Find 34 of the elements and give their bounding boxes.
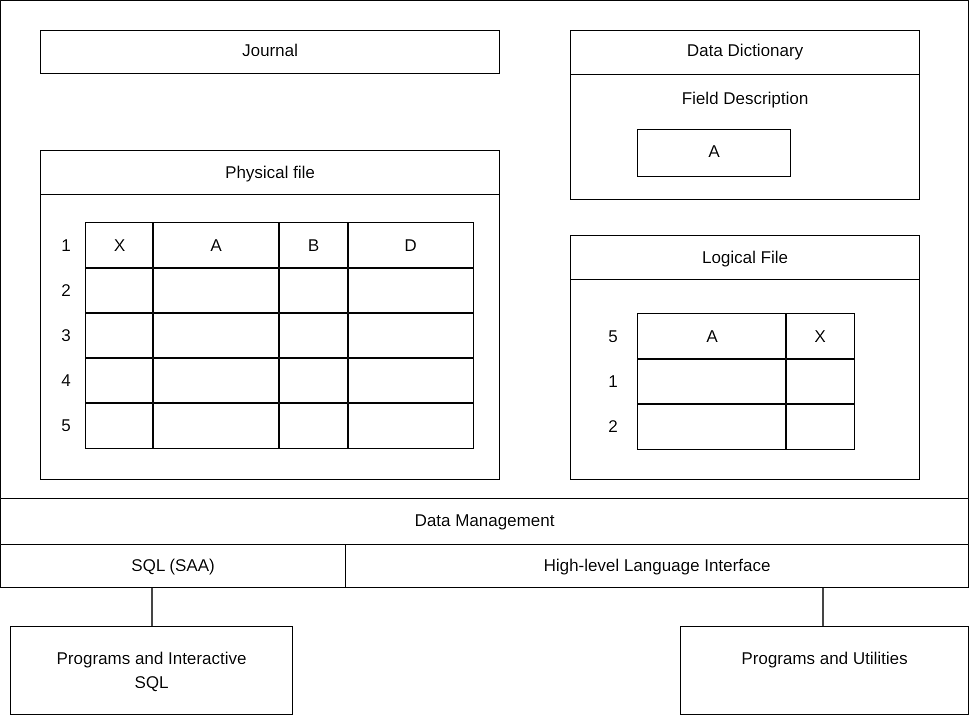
- physical-file-box: [40, 150, 500, 480]
- box-title: Journal: [241, 41, 299, 61]
- row-number: 1: [60, 236, 72, 256]
- logical-file-box: [570, 235, 920, 480]
- column-header: A: [637, 313, 787, 360]
- column-header: X: [85, 222, 154, 269]
- column-header: X: [785, 313, 855, 360]
- row-number: 2: [607, 416, 619, 436]
- box-title: Data Dictionary: [686, 41, 804, 61]
- row-number: 1: [607, 372, 619, 392]
- connector-line: [151, 588, 153, 626]
- column-header: D: [347, 222, 474, 269]
- box-subtitle: Field Description: [680, 89, 810, 109]
- box-title: Programs and Utilities: [740, 648, 909, 670]
- column-header: B: [278, 222, 349, 269]
- box-title: A: [707, 142, 721, 162]
- row-number: 5: [607, 326, 619, 346]
- row-number: 5: [60, 416, 72, 436]
- journal-box: [40, 30, 500, 74]
- program-box: [680, 626, 969, 715]
- row-number: 2: [60, 280, 72, 300]
- row-number: 3: [60, 326, 72, 346]
- box-title: High-level Language Interface: [542, 556, 772, 576]
- box-title: Programs and Interactive SQL: [56, 648, 248, 694]
- box-title: Data Management: [414, 511, 556, 531]
- field-box: [637, 129, 791, 177]
- data-dictionary-box: [570, 30, 920, 200]
- row-number: 4: [60, 370, 72, 390]
- connector-line: [822, 588, 824, 626]
- box-title: Logical File: [701, 248, 789, 268]
- box-title: SQL (SAA): [130, 556, 216, 576]
- box-title: Physical file: [224, 163, 316, 183]
- column-header: A: [152, 222, 280, 269]
- program-box: [10, 626, 293, 715]
